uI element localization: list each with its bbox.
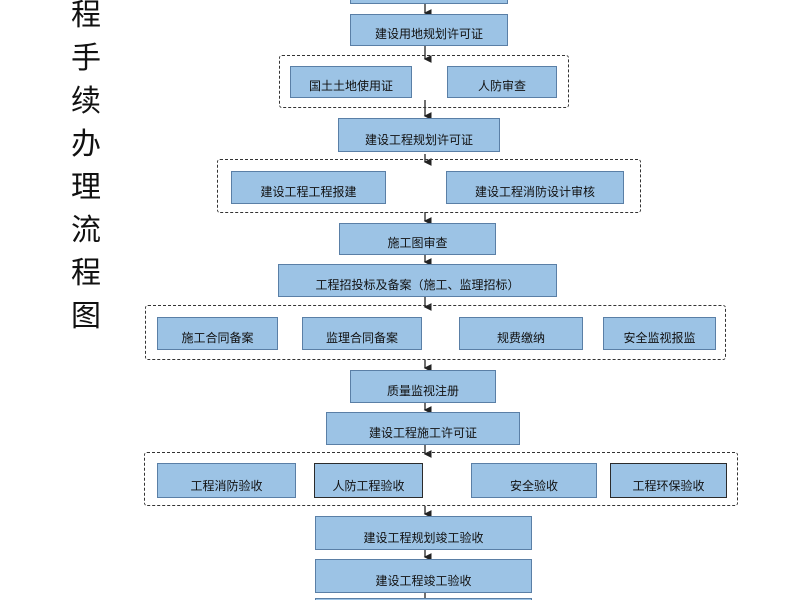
step-safety-report: 安全监视报监: [603, 317, 716, 350]
group-acceptances: [144, 452, 738, 506]
vertical-title: 程 手 续 办 理 流 程 图: [66, 0, 106, 338]
step-next-partial: [315, 598, 532, 600]
title-char: 手: [71, 41, 101, 76]
title-char: 图: [71, 299, 101, 334]
step-env-acceptance: 工程环保验收: [610, 463, 727, 498]
step-construction-permit: 建设工程施工许可证: [326, 412, 520, 445]
step-safety-acceptance: 安全验收: [471, 463, 597, 498]
step-fire-design-review: 建设工程消防设计审核: [446, 171, 624, 204]
step-land-use-permit: 建设用地规划许可证: [350, 14, 508, 46]
title-char: 流: [71, 213, 101, 248]
step-fire-acceptance: 工程消防验收: [157, 463, 296, 498]
step-bidding: 工程招投标及备案（施工、监理招标）: [278, 264, 557, 297]
group-contracts: [145, 305, 726, 360]
step-top-partial: [350, 0, 508, 4]
step-fees: 规费缴纳: [459, 317, 583, 350]
title-char: 续: [71, 84, 101, 119]
step-eng-planning-permit: 建设工程规划许可证: [338, 118, 500, 152]
step-planning-acceptance: 建设工程规划竣工验收: [315, 516, 532, 550]
step-quality-register: 质量监视注册: [350, 370, 496, 403]
title-char: 办: [71, 127, 101, 162]
step-eng-filing: 建设工程工程报建: [231, 171, 386, 204]
step-civil-defense-acceptance: 人防工程验收: [314, 463, 423, 498]
title-char: 理: [71, 170, 101, 205]
title-char: 程: [71, 256, 101, 291]
step-land-cert: 国土土地使用证: [290, 66, 412, 98]
step-civil-defense-review: 人防审查: [447, 66, 557, 98]
step-drawing-review: 施工图审查: [339, 223, 496, 255]
group-land-review: [279, 55, 569, 108]
title-char: 程: [71, 0, 101, 33]
step-completion-acceptance: 建设工程竣工验收: [315, 559, 532, 593]
step-supervision-contract: 监理合同备案: [302, 317, 422, 350]
step-construction-contract: 施工合同备案: [157, 317, 278, 350]
group-filing-fire: [217, 159, 641, 213]
